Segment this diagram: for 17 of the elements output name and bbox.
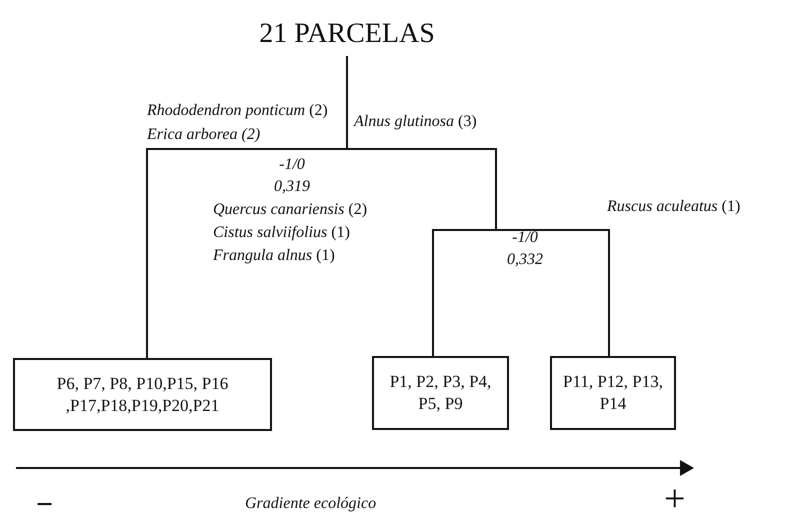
dendrogram-branch	[346, 56, 610, 356]
split-statistic: -1/0 0,332	[506, 228, 544, 270]
axis-title: Gradiente ecológico	[245, 494, 376, 514]
species-label: Cistus salviifolius (1)	[213, 223, 350, 243]
minus-sign: −	[36, 490, 54, 516]
plot-group-box: P11, P12, P13, P14	[550, 356, 676, 430]
root-label: 21 PARCELAS	[227, 14, 467, 54]
plot-group-box: P6, P7, P8, P10,P15, P16 ,P17,P18,P19,P20,P21	[13, 358, 272, 431]
species-label: Alnus glutinosa (3)	[354, 112, 477, 132]
split-statistic: -1/0 0,319	[273, 155, 311, 197]
plus-sign: +	[664, 480, 686, 516]
species-label: Ruscus aculeatus (1)	[607, 197, 740, 217]
species-label: Erica arborea (2)	[147, 125, 260, 145]
species-label: Frangula alnus (1)	[213, 246, 335, 266]
plot-group-box: P1, P2, P3, P4, P5, P9	[372, 356, 509, 430]
species-label: Rhododendron ponticum (2)	[147, 101, 328, 121]
species-label: Quercus canariensis (2)	[213, 200, 368, 220]
